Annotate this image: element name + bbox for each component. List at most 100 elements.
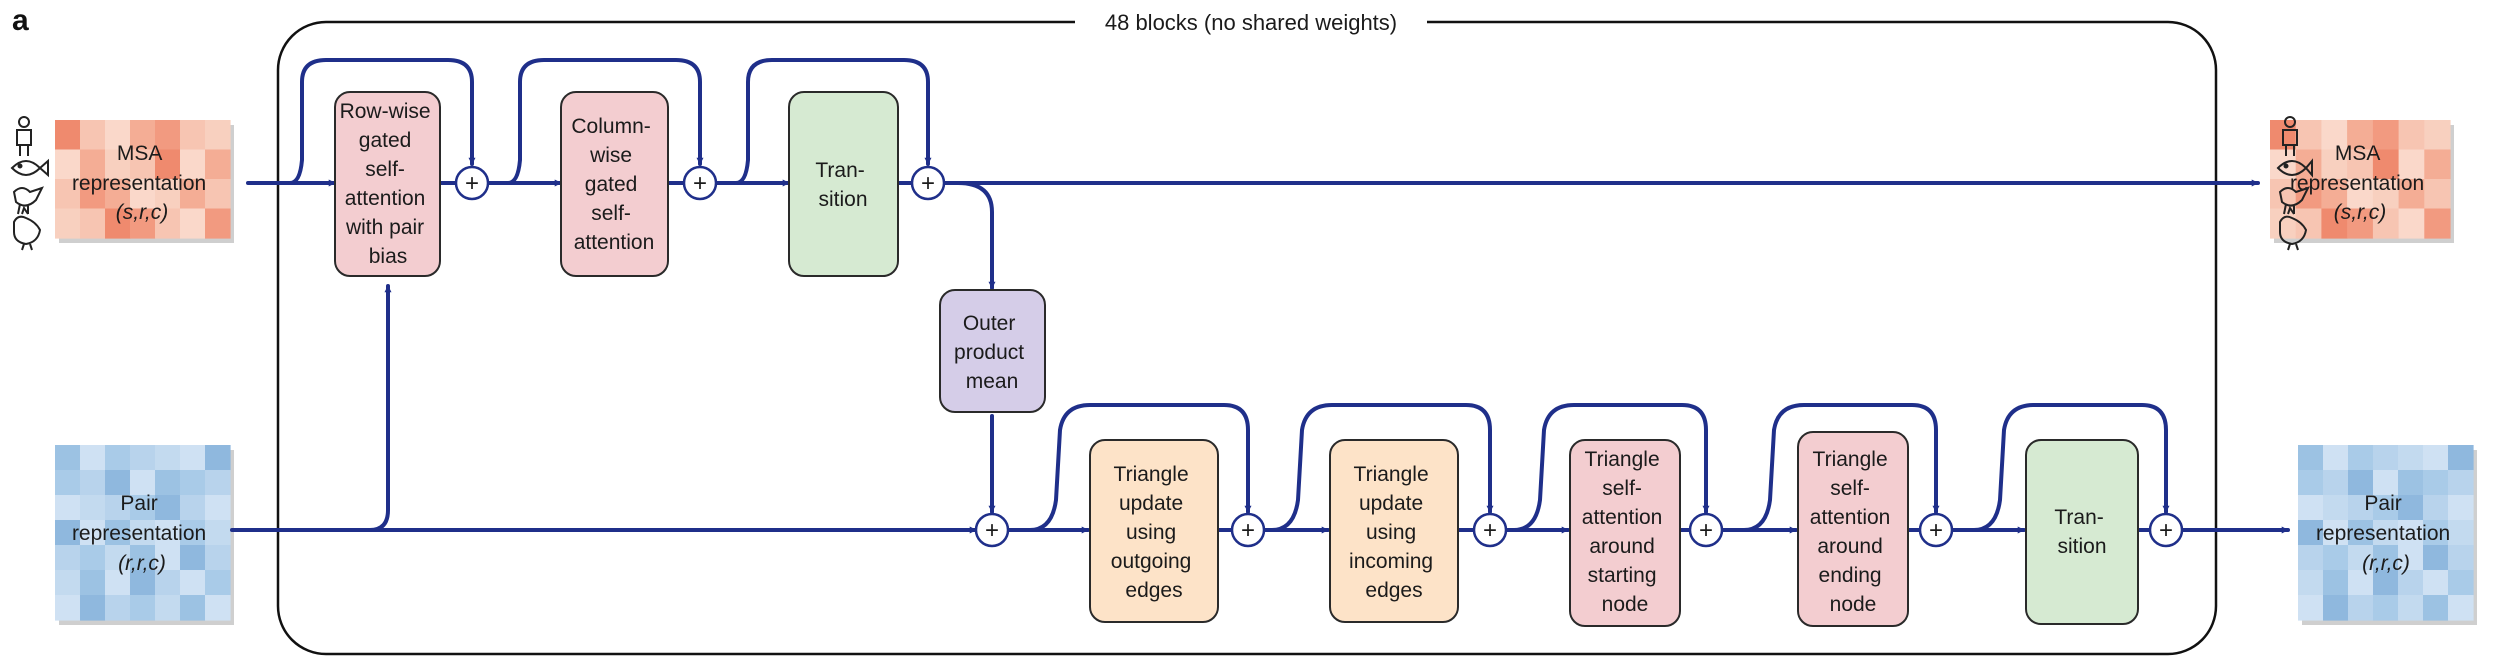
msa-input-tile xyxy=(55,120,234,243)
tile-cell xyxy=(105,545,131,571)
tile-cell xyxy=(180,208,206,239)
msa-skip-3 xyxy=(734,58,932,185)
svg-text:+: + xyxy=(693,170,707,197)
pair-skip-5 xyxy=(1972,403,2170,532)
tile-cell xyxy=(205,470,231,496)
tile-cell xyxy=(2323,445,2349,471)
tile-cell xyxy=(2398,120,2425,151)
tile-cell xyxy=(2373,570,2399,596)
tile-cell xyxy=(105,595,131,621)
tile-cell xyxy=(2323,470,2349,496)
tile-cell xyxy=(155,120,181,151)
tile-cell xyxy=(80,120,106,151)
tile-cell xyxy=(2423,545,2449,571)
tile-cell xyxy=(105,120,131,151)
adders: + + + + + + + + xyxy=(454,165,2184,548)
pair-output-tile xyxy=(2298,445,2477,625)
tile-cell xyxy=(155,179,181,210)
pair-input-label: Pair representation (r,r,c) xyxy=(72,492,212,575)
panel-label: a xyxy=(12,4,29,37)
svg-text:+: + xyxy=(1929,517,1943,544)
tile-cell xyxy=(130,149,156,180)
tile-cell xyxy=(205,595,231,621)
tile-cell xyxy=(2295,179,2322,210)
tile-cell xyxy=(2423,520,2449,546)
tile-cell xyxy=(2321,179,2348,210)
tile-cell xyxy=(2398,445,2424,471)
tile-cell xyxy=(155,208,181,239)
tile-cell xyxy=(155,520,181,546)
tile-cell xyxy=(105,520,131,546)
tile-cell xyxy=(130,445,156,471)
tile-cell xyxy=(2372,149,2400,180)
tile-cell xyxy=(2323,520,2349,546)
tile-cell xyxy=(180,445,206,471)
pair-adder-1: + xyxy=(1230,512,1266,548)
tile-cell xyxy=(2398,470,2424,496)
tile-cell xyxy=(2348,445,2374,471)
tile-cell xyxy=(80,570,106,596)
pair-skip-1 xyxy=(1028,403,1252,532)
triangle-attention-ending-box xyxy=(1797,431,1909,627)
tile-cell xyxy=(2298,570,2324,596)
frame-title-backdrop xyxy=(1075,6,1427,38)
tile-cell xyxy=(55,545,81,571)
tile-cell xyxy=(180,570,206,596)
pair-adder-4: + xyxy=(1918,512,1954,548)
fish-icon xyxy=(10,158,49,178)
tile-cell xyxy=(2448,595,2474,621)
human-icon xyxy=(2282,116,2298,156)
svg-text:+: + xyxy=(1241,517,1255,544)
tile-cell xyxy=(2348,495,2374,521)
tile-cell xyxy=(180,545,206,571)
tile-cell xyxy=(55,470,81,496)
tile-cell xyxy=(55,520,81,546)
tile-cell xyxy=(205,520,231,546)
tile-cell xyxy=(180,520,206,546)
tile-cell xyxy=(2373,445,2399,471)
tile-cell xyxy=(80,595,106,621)
tile-cell xyxy=(155,570,181,596)
tile-cell xyxy=(205,445,231,471)
tile-cell xyxy=(105,495,131,521)
tile-cell xyxy=(80,545,106,571)
tile-cell xyxy=(55,495,81,521)
organism-icons-left xyxy=(10,116,49,251)
tile-cell xyxy=(180,470,206,496)
row-attention-label: Row-wise gated self- attention with pair… xyxy=(340,100,437,268)
tile-cell xyxy=(80,445,106,471)
pair-input-tile xyxy=(55,445,234,625)
pair-skip-4 xyxy=(1742,403,1940,532)
tile-cell xyxy=(55,595,81,621)
triangle-update-outgoing-label: Triangle update using outgoing edges xyxy=(1111,463,1197,602)
tile-cell xyxy=(2448,495,2474,521)
pair-adder-5: + xyxy=(2148,512,2184,548)
pair-skip-3 xyxy=(1512,403,1710,532)
tile-cell xyxy=(155,445,181,471)
tile-cell xyxy=(180,120,206,151)
tile-cell xyxy=(2373,470,2399,496)
msa-adder-2: + xyxy=(682,165,718,201)
msa-skip-2 xyxy=(506,58,704,185)
pair-skip-2 xyxy=(1270,403,1494,532)
tile-cell xyxy=(130,595,156,621)
tile-cell xyxy=(2347,208,2374,239)
tile-cell xyxy=(130,470,156,496)
msa-adder-1: + xyxy=(454,165,490,201)
tile-cell xyxy=(105,149,131,180)
tile-cell xyxy=(130,520,156,546)
tile-cell xyxy=(55,208,81,239)
tile-cell xyxy=(2448,445,2474,471)
tile-cell xyxy=(205,208,231,239)
tile-cell xyxy=(2373,520,2399,546)
outer-product-label: Outer product mean xyxy=(954,312,1030,393)
tile-cell xyxy=(2373,595,2399,621)
tile-cell xyxy=(55,120,81,151)
tile-cell xyxy=(2298,445,2324,471)
tile-cell xyxy=(2448,545,2474,571)
tile-cell xyxy=(130,570,156,596)
tile-cell xyxy=(2398,179,2425,210)
tile-cell xyxy=(2448,520,2474,546)
tile-cell xyxy=(2347,179,2374,210)
